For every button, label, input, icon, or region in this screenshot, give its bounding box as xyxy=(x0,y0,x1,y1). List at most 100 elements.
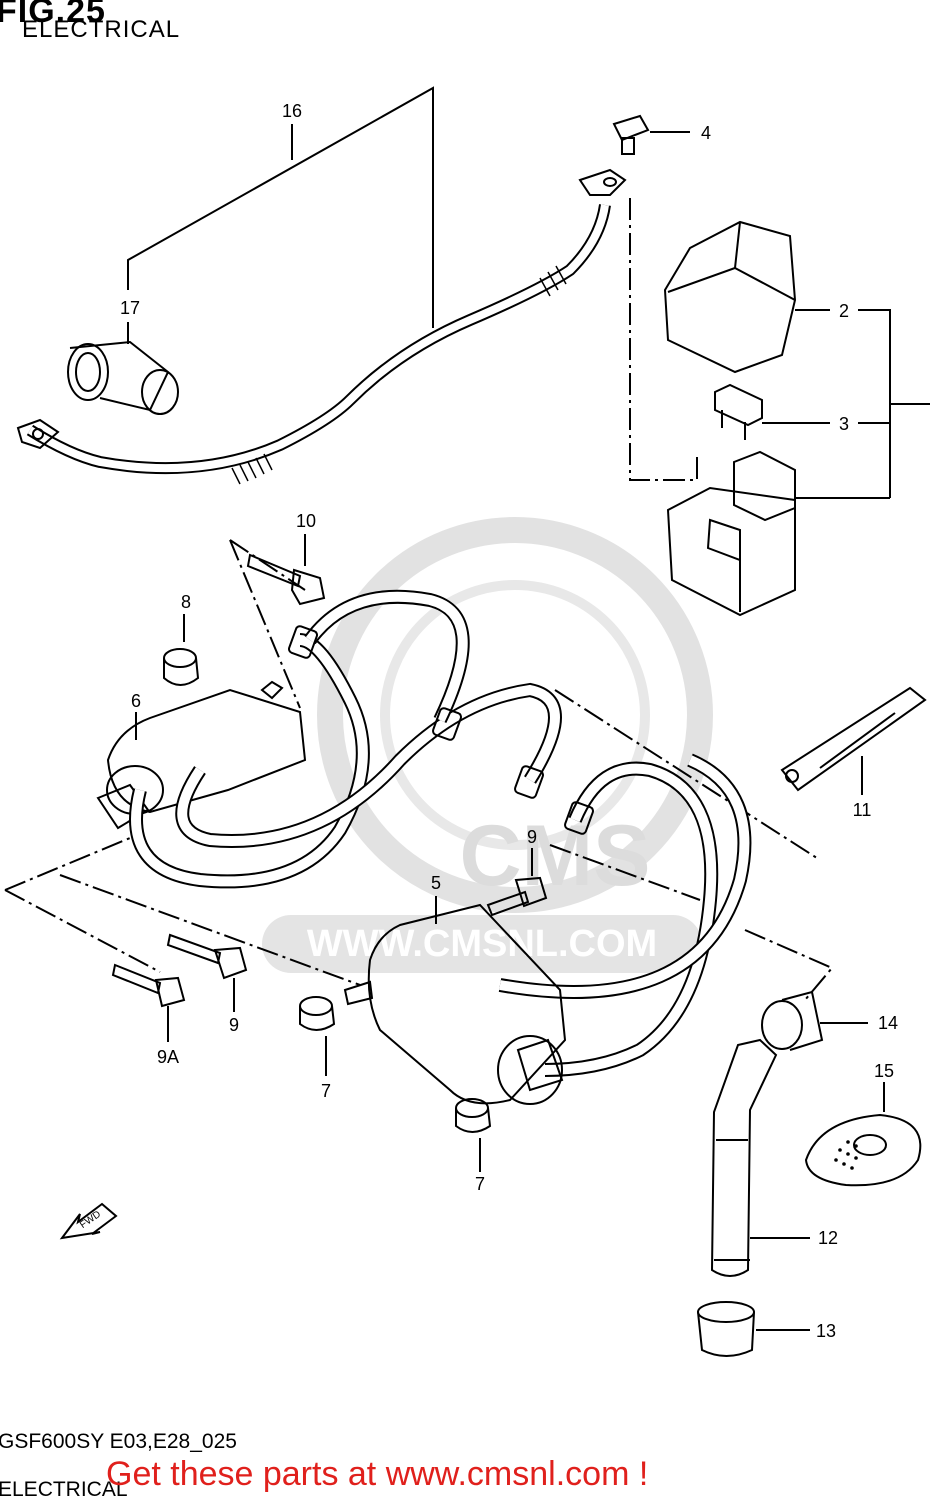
ring-terminal-right-hole xyxy=(603,177,617,187)
label-11: 11 xyxy=(853,800,872,820)
watermark-inner-ring xyxy=(380,580,650,850)
watermark-brand: CMS xyxy=(459,808,650,904)
label-15: 15 xyxy=(874,1061,894,1081)
lead-cap-2 xyxy=(432,707,462,741)
watermark: CMS WWW.CMSNL.COM xyxy=(262,517,713,973)
relay-connector xyxy=(733,450,796,522)
assembly-dash-line xyxy=(629,198,698,481)
plug-cap-12 xyxy=(710,1038,778,1277)
boot-17-end xyxy=(141,369,179,415)
label-6: 6 xyxy=(131,691,141,711)
coil-6-tab xyxy=(260,680,284,700)
fwd-arrow: FWD xyxy=(59,1202,118,1240)
bolt-9a-head xyxy=(154,976,186,1008)
bolt-4-head xyxy=(612,114,650,142)
spacer-8-body xyxy=(163,657,200,686)
frame-dash-8 xyxy=(549,844,701,901)
cable-ribbing xyxy=(231,265,567,485)
label-3: 3 xyxy=(839,414,849,434)
ht-lead-4 xyxy=(544,763,717,1075)
boot-17-inner xyxy=(75,352,101,392)
figure-title: FIG.25 xyxy=(0,0,106,30)
coil-6-terminal xyxy=(96,783,150,830)
part-labels: 16 17 4 2 3 10 8 6 11 9 5 9 9A 7 14 15 7… xyxy=(120,101,898,1341)
spacer-7a-body xyxy=(299,1005,336,1031)
promo-link[interactable]: Get these parts at www.cmsnl.com ! xyxy=(106,1455,649,1493)
relay-body xyxy=(666,486,796,617)
label-5: 5 xyxy=(431,873,441,893)
relay-terminal xyxy=(706,518,741,562)
bolt-9-lower-head xyxy=(213,946,248,980)
lead-cap-3 xyxy=(514,765,544,799)
bolt-4-shank xyxy=(621,137,635,155)
label-16: 16 xyxy=(282,101,302,121)
strap-11 xyxy=(780,686,927,795)
ring-terminal-left xyxy=(16,418,60,450)
strap-body xyxy=(780,686,927,792)
label-12: 12 xyxy=(818,1228,838,1248)
bolt-9-upper-head xyxy=(514,876,548,908)
coil-6 xyxy=(106,688,307,814)
ht-lead-3 xyxy=(305,591,468,723)
model-code: GSF600SY E03,E28_025 xyxy=(0,1430,237,1453)
spacer-8-top xyxy=(163,648,197,668)
figure-subtitle: ELECTRICAL xyxy=(22,16,181,43)
label-8: 8 xyxy=(181,592,191,612)
label-10: 10 xyxy=(296,511,316,531)
frame-dash-5 xyxy=(59,874,361,986)
relay-cover-2-edge xyxy=(667,221,741,293)
boot-13-top xyxy=(697,1301,755,1323)
ht-lead-2 xyxy=(177,684,560,846)
grommet-14-body xyxy=(781,990,824,1051)
cover-15 xyxy=(804,1113,922,1187)
label-14: 14 xyxy=(878,1013,898,1033)
strap-hole xyxy=(785,769,799,783)
cable-fill xyxy=(27,204,609,473)
label-7a: 7 xyxy=(321,1081,331,1101)
leader-bracket-16 xyxy=(127,86,434,328)
label-7b: 7 xyxy=(475,1174,485,1194)
watermark-url-pill xyxy=(262,915,702,973)
relay-cover-2 xyxy=(663,220,797,374)
relay-cover-2-edge2 xyxy=(734,267,796,301)
cover-15-hole xyxy=(853,1134,887,1156)
boot-17-opening xyxy=(67,343,109,401)
bracket-2-3 xyxy=(858,309,891,498)
ignition-coils xyxy=(4,534,834,1172)
label-2: 2 xyxy=(839,301,849,321)
watermark-ring xyxy=(317,517,713,913)
lead-cap-1 xyxy=(288,625,318,659)
coil-5 xyxy=(367,903,567,1105)
frame-dash-3 xyxy=(4,837,131,891)
cover-15-dots xyxy=(834,1140,858,1170)
label-9a: 9A xyxy=(157,1047,179,1067)
footer-subtitle: ELECTRICAL xyxy=(0,1478,128,1501)
battery-cable-assembly xyxy=(16,86,627,485)
coil-5-tab xyxy=(343,980,374,1006)
starter-relay-group xyxy=(612,114,930,617)
frame-dash-1 xyxy=(229,539,301,709)
spacer-7a-top xyxy=(299,996,333,1016)
label-9-upper: 9 xyxy=(527,827,537,847)
ht-lead-1 xyxy=(131,635,368,887)
label-9-lower: 9 xyxy=(229,1015,239,1035)
frame-dash-7 xyxy=(744,929,834,1001)
fuse-3 xyxy=(714,383,763,427)
coil-5-end xyxy=(497,1035,563,1105)
ring-terminal-left-hole xyxy=(32,428,44,440)
grommet-14-end xyxy=(761,1000,803,1050)
label-4: 4 xyxy=(701,123,711,143)
label-13: 13 xyxy=(816,1321,836,1341)
ring-terminal-right xyxy=(578,168,627,196)
boot-13-body xyxy=(697,1311,755,1357)
bolt-10-head xyxy=(290,568,326,606)
lead-cap-4 xyxy=(564,801,594,835)
bolt-9-lower-shank xyxy=(166,933,222,965)
spacer-7b-body xyxy=(455,1107,492,1133)
fwd-arrow-icon xyxy=(59,1202,118,1240)
frame-dash-4 xyxy=(4,889,161,973)
bolt-9-upper-shank xyxy=(486,890,530,917)
strap-slot xyxy=(819,712,896,769)
